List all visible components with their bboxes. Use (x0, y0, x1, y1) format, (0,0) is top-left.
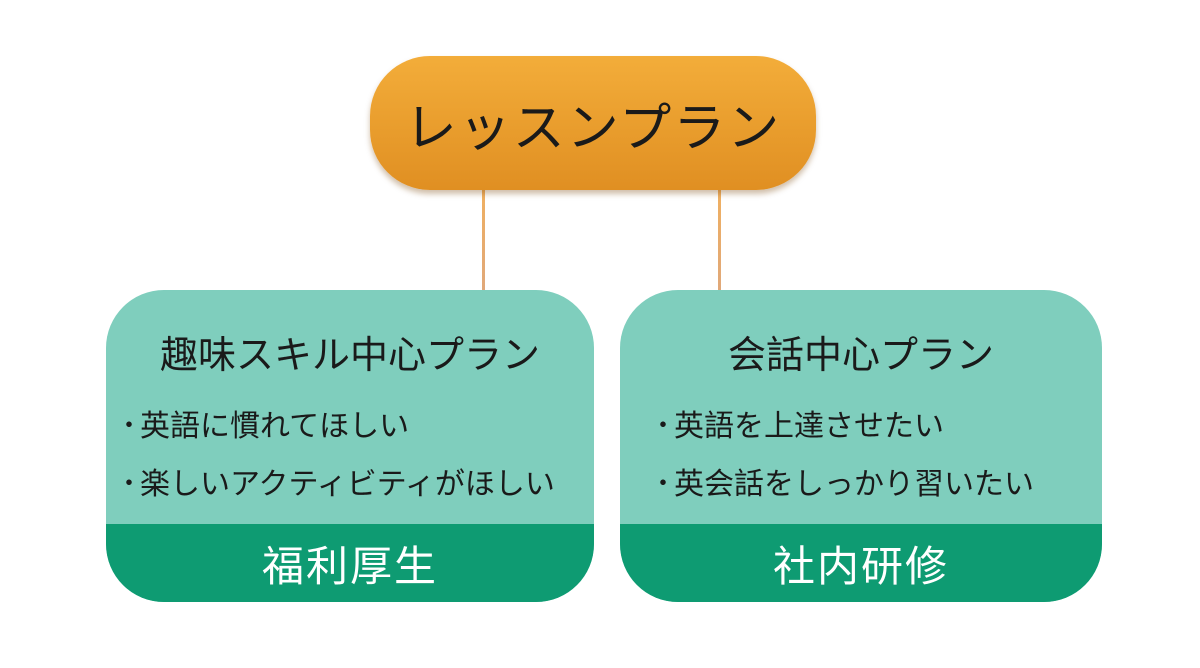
plan-title: 趣味スキル中心プラン (159, 333, 540, 377)
category-bar: 福利厚生 (106, 524, 594, 602)
category-label: 社内研修 (772, 541, 949, 591)
plan-bullet-item: ・ 英語を上達させたい (650, 394, 1102, 452)
root-title: レッスンプラン (404, 98, 782, 159)
bullet-dot-icon: ・ (650, 468, 677, 499)
plan-bullet-text: 英会話をしっかり習いたい (674, 467, 1034, 502)
plan-bullet-list: ・ 英語を上達させたい ・ 英会話をしっかり習いたい (620, 394, 1102, 510)
bullet-dot-icon: ・ (116, 468, 143, 499)
root-node: レッスンプラン (370, 56, 816, 190)
category-bar: 社内研修 (620, 524, 1102, 602)
connector-line-left (482, 188, 485, 292)
connector-line-right (718, 188, 721, 292)
plan-node-conversation: 会話中心プラン ・ 英語を上達させたい ・ 英会話をしっかり習いたい 社内研修 (620, 290, 1102, 602)
plan-bullet-item: ・ 英会話をしっかり習いたい (650, 452, 1102, 510)
plan-bullet-item: ・ 英語に慣れてほしい (116, 394, 594, 452)
plan-bullet-list: ・ 英語に慣れてほしい ・ 楽しいアクティビティがほしい (106, 394, 594, 510)
plan-title: 会話中心プラン (727, 333, 994, 377)
plan-bullet-text: 英語に慣れてほしい (140, 409, 410, 444)
bullet-dot-icon: ・ (650, 410, 677, 441)
category-label: 福利厚生 (261, 541, 438, 591)
plan-bullet-item: ・ 楽しいアクティビティがほしい (116, 452, 594, 510)
plan-node-hobby-skills: 趣味スキル中心プラン ・ 英語に慣れてほしい ・ 楽しいアクティビティがほしい … (106, 290, 594, 602)
plan-bullet-text: 英語を上達させたい (674, 409, 944, 444)
bullet-dot-icon: ・ (116, 410, 143, 441)
plan-bullet-text: 楽しいアクティビティがほしい (140, 467, 555, 502)
